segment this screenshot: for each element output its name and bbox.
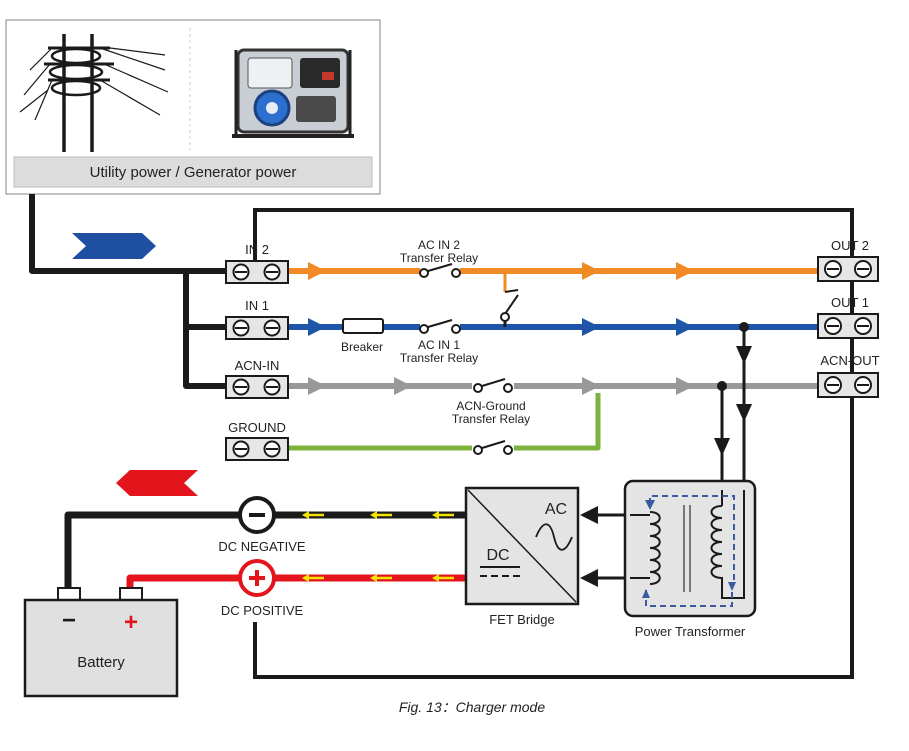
ground-line <box>288 393 601 451</box>
out1-label: OUT 1 <box>831 295 869 310</box>
acn-ground-relay-label-1: ACN-Ground <box>456 399 525 413</box>
acn-ground-relay-label-2: Transfer Relay <box>452 412 530 426</box>
breaker <box>342 318 384 334</box>
battery-minus-sign: − <box>62 607 76 634</box>
terminal-ground <box>225 437 289 461</box>
chevron-left-icon <box>116 470 198 496</box>
unit-enclosure <box>253 208 854 679</box>
battery-plus-sign: + <box>124 609 138 636</box>
transformer-to-fet <box>580 506 630 587</box>
ac-in2-relay <box>419 263 461 279</box>
transformer-feed <box>714 322 752 490</box>
breaker-label: Breaker <box>341 340 383 354</box>
power-pole-icon <box>19 34 169 152</box>
dc-positive-wire <box>126 574 466 588</box>
terminal-out2 <box>817 256 879 282</box>
acn-in-label: ACN-IN <box>235 358 280 373</box>
terminal-in1 <box>225 316 289 340</box>
source-panel: Utility power / Generator power <box>5 19 381 195</box>
ac-in2-relay-label-1: AC IN 2 <box>418 238 460 252</box>
source-feed-wires <box>29 194 230 389</box>
fet-ac-label: AC <box>545 501 567 518</box>
acn-ground-relay-bottom <box>472 440 514 456</box>
fet-dc-label: DC <box>486 547 509 564</box>
fet-bridge-label: FET Bridge <box>489 612 555 627</box>
terminal-acn-out <box>817 372 879 398</box>
dc-negative-terminal <box>238 496 276 534</box>
ac-in1-relay <box>419 319 461 335</box>
battery-label: Battery <box>77 654 125 671</box>
ground-label: GROUND <box>228 420 286 435</box>
power-transformer <box>623 479 757 618</box>
sine-wave-icon <box>535 523 573 551</box>
dc-positive-label: DC POSITIVE <box>221 603 304 618</box>
acn-ground-relay-top <box>472 378 514 394</box>
terminal-in2 <box>225 260 289 284</box>
dc-negative-label: DC NEGATIVE <box>218 539 305 554</box>
ac-in1-relay-label-2: Transfer Relay <box>400 351 478 365</box>
dc-positive-terminal <box>238 559 276 597</box>
terminal-acn-in <box>225 375 289 399</box>
battery <box>23 587 179 698</box>
acn-out-label: ACN-OUT <box>820 353 879 368</box>
terminal-out1 <box>817 313 879 339</box>
source-label: Utility power / Generator power <box>90 164 297 181</box>
chevron-right-icon <box>72 233 156 259</box>
fet-bridge <box>464 486 580 606</box>
in2-flow-arrows <box>308 262 694 280</box>
ac-in2-relay-label-2: Transfer Relay <box>400 251 478 265</box>
in2-in1-link-switch <box>500 289 519 327</box>
acn-flow-arrows <box>308 377 694 395</box>
in2-label: IN 2 <box>245 242 269 257</box>
power-transformer-label: Power Transformer <box>635 624 746 639</box>
ac-in1-relay-label-1: AC IN 1 <box>418 338 460 352</box>
dc-flow-arrows <box>302 511 454 582</box>
out2-label: OUT 2 <box>831 238 869 253</box>
generator-icon <box>232 48 354 138</box>
figure-caption: Fig. 13：Charger mode <box>399 699 546 715</box>
in1-label: IN 1 <box>245 298 269 313</box>
in2-line <box>288 268 818 292</box>
in1-flow-arrows <box>308 318 694 336</box>
